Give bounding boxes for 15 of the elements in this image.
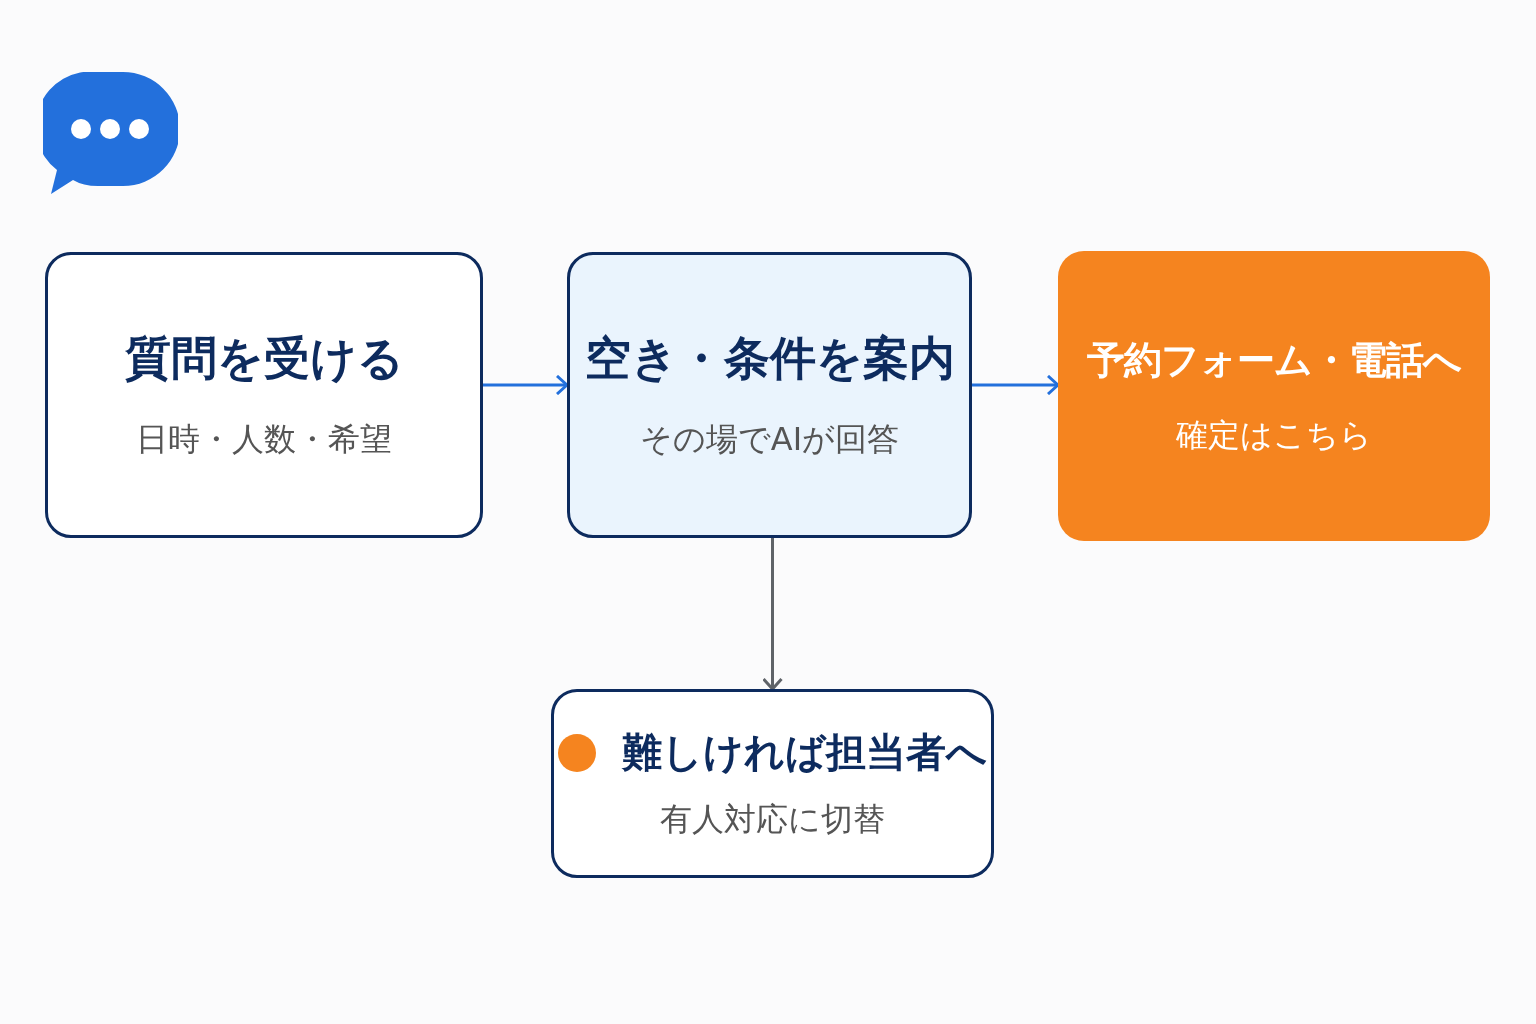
- box-heading: 予約フォーム・電話へ: [1087, 336, 1461, 384]
- box-subtext: その場でAIが回答: [639, 419, 900, 460]
- arrow: [483, 374, 569, 396]
- box-subtext: 日時・人数・希望: [136, 419, 392, 460]
- box-subtext: 確定はこちら: [1176, 414, 1372, 456]
- process-box: [567, 252, 972, 538]
- box-heading: 質問を受ける: [124, 330, 404, 387]
- process-box: [45, 252, 483, 538]
- process-box: [551, 689, 994, 878]
- arrow: [972, 374, 1060, 396]
- arrow: [762, 538, 783, 691]
- box-heading: 空き・条件を案内: [584, 330, 955, 387]
- process-box: [1058, 251, 1490, 541]
- box-heading: 難しければ担当者へ: [622, 728, 987, 777]
- box-subtext: 有人対応に切替: [660, 799, 885, 840]
